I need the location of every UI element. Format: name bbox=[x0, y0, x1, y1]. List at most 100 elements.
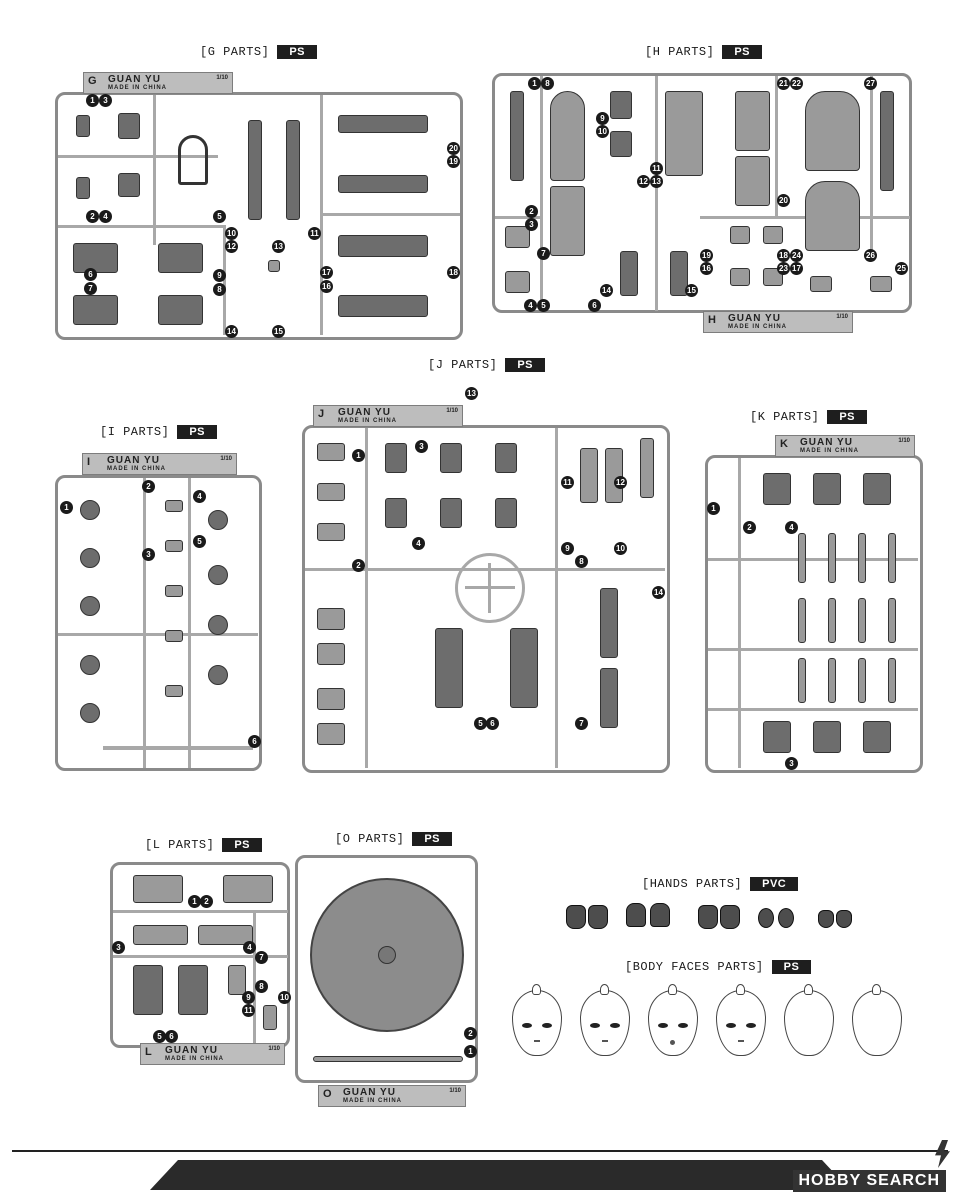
sprue-part bbox=[870, 276, 892, 292]
sprue-scale: 1/10 bbox=[898, 438, 910, 444]
sprue-part bbox=[505, 271, 530, 293]
sprue-part bbox=[888, 533, 896, 583]
part-callout: 22 bbox=[790, 77, 803, 90]
part-callout: 25 bbox=[895, 262, 908, 275]
sprue-part bbox=[208, 510, 228, 530]
part-callout: 18 bbox=[777, 249, 790, 262]
sprue-letter: L bbox=[145, 1046, 152, 1058]
face-plate-blank-icon bbox=[852, 984, 902, 1056]
part-callout: 3 bbox=[142, 548, 155, 561]
part-callout: 4 bbox=[193, 490, 206, 503]
sprue-part bbox=[317, 483, 345, 501]
sprue-part bbox=[158, 243, 203, 273]
part-callout: 14 bbox=[225, 325, 238, 338]
part-callout: 3 bbox=[112, 941, 125, 954]
sprue-letter: J bbox=[318, 408, 325, 420]
part-callout: 9 bbox=[561, 542, 574, 555]
part-callout: 15 bbox=[685, 284, 698, 297]
sprue-letter: K bbox=[780, 438, 788, 450]
part-callout: 1 bbox=[528, 77, 541, 90]
part-callout: 13 bbox=[272, 240, 285, 253]
l-parts-header: [L PARTS] PS bbox=[145, 838, 262, 852]
sprue-letter: O bbox=[323, 1088, 332, 1100]
hands-parts-header: [HANDS PARTS] PVC bbox=[642, 877, 799, 891]
l-parts-material-badge: PS bbox=[222, 838, 262, 852]
sprue-runner bbox=[495, 216, 543, 219]
sprue-runner bbox=[253, 910, 256, 1045]
j-parts-title: [J PARTS] bbox=[428, 358, 498, 372]
h-sprue-tag: H GUAN YU 1/10 MADE IN CHINA bbox=[703, 311, 853, 333]
sprue-brand: GUAN YU bbox=[338, 407, 391, 418]
footer-rule bbox=[12, 1150, 948, 1152]
sprue-part bbox=[735, 156, 770, 206]
part-callout: 11 bbox=[650, 162, 663, 175]
sprue-brand: GUAN YU bbox=[107, 455, 160, 466]
part-callout: 1 bbox=[86, 94, 99, 107]
sprue-made-in: MADE IN CHINA bbox=[107, 466, 166, 472]
sprue-brand: GUAN YU bbox=[165, 1045, 218, 1056]
sprue-part bbox=[178, 135, 208, 185]
sprue-part bbox=[763, 226, 783, 244]
part-callout: 4 bbox=[243, 941, 256, 954]
sprue-part bbox=[610, 91, 632, 119]
sprue-part bbox=[495, 443, 517, 473]
part-callout: 1 bbox=[352, 449, 365, 462]
sprue-part bbox=[80, 500, 100, 520]
part-callout: 19 bbox=[700, 249, 713, 262]
part-callout: 1 bbox=[188, 895, 201, 908]
k-parts-header: [K PARTS] PS bbox=[750, 410, 867, 424]
sprue-part bbox=[640, 438, 654, 498]
sprue-part bbox=[317, 723, 345, 745]
part-callout: 2 bbox=[743, 521, 756, 534]
part-callout: 27 bbox=[864, 77, 877, 90]
sprue-part bbox=[763, 721, 791, 753]
sprue-part bbox=[385, 443, 407, 473]
grip-hand-icon bbox=[720, 905, 740, 929]
sprue-part bbox=[338, 115, 428, 133]
part-callout: 19 bbox=[447, 155, 460, 168]
sprue-part bbox=[317, 688, 345, 710]
sprue-scale: 1/10 bbox=[220, 456, 232, 462]
sprue-runner bbox=[738, 458, 741, 768]
sprue-runner bbox=[655, 76, 658, 311]
part-callout: 6 bbox=[165, 1030, 178, 1043]
sprue-part bbox=[798, 533, 806, 583]
g-parts-header: [G PARTS] PS bbox=[200, 45, 317, 59]
sprue-part bbox=[165, 630, 183, 642]
sprue-part bbox=[828, 598, 836, 643]
sprue-part bbox=[805, 181, 860, 251]
sprue-part bbox=[133, 875, 183, 903]
o-parts-header: [O PARTS] PS bbox=[335, 832, 452, 846]
sprue-part bbox=[605, 448, 623, 503]
sprue-letter: I bbox=[87, 456, 91, 468]
sprue-part bbox=[440, 498, 462, 528]
part-callout: 4 bbox=[99, 210, 112, 223]
part-callout: 9 bbox=[242, 991, 255, 1004]
part-callout: 8 bbox=[213, 283, 226, 296]
part-callout: 20 bbox=[777, 194, 790, 207]
sprue-runner bbox=[465, 586, 515, 589]
part-callout: 10 bbox=[278, 991, 291, 1004]
part-callout: 3 bbox=[415, 440, 428, 453]
part-callout: 2 bbox=[86, 210, 99, 223]
sprue-runner bbox=[153, 95, 156, 245]
sprue-part bbox=[317, 523, 345, 541]
sprue-part bbox=[208, 665, 228, 685]
part-callout: 12 bbox=[614, 476, 627, 489]
part-callout: 12 bbox=[225, 240, 238, 253]
sprue-made-in: MADE IN CHINA bbox=[728, 324, 787, 330]
round-hand-icon bbox=[778, 908, 794, 928]
k-sprue-tag: K GUAN YU 1/10 MADE IN CHINA bbox=[775, 435, 915, 457]
sprue-part bbox=[730, 226, 750, 244]
part-callout: 13 bbox=[650, 175, 663, 188]
part-callout: 15 bbox=[272, 325, 285, 338]
sprue-part bbox=[670, 251, 688, 296]
round-hand-icon bbox=[758, 908, 774, 928]
part-callout: 1 bbox=[60, 501, 73, 514]
watermark: HOBBY SEARCH bbox=[792, 1170, 946, 1192]
sprue-part bbox=[828, 658, 836, 703]
sprue-runner bbox=[113, 910, 288, 913]
part-callout: 14 bbox=[652, 586, 665, 599]
sprue-part bbox=[550, 91, 585, 181]
